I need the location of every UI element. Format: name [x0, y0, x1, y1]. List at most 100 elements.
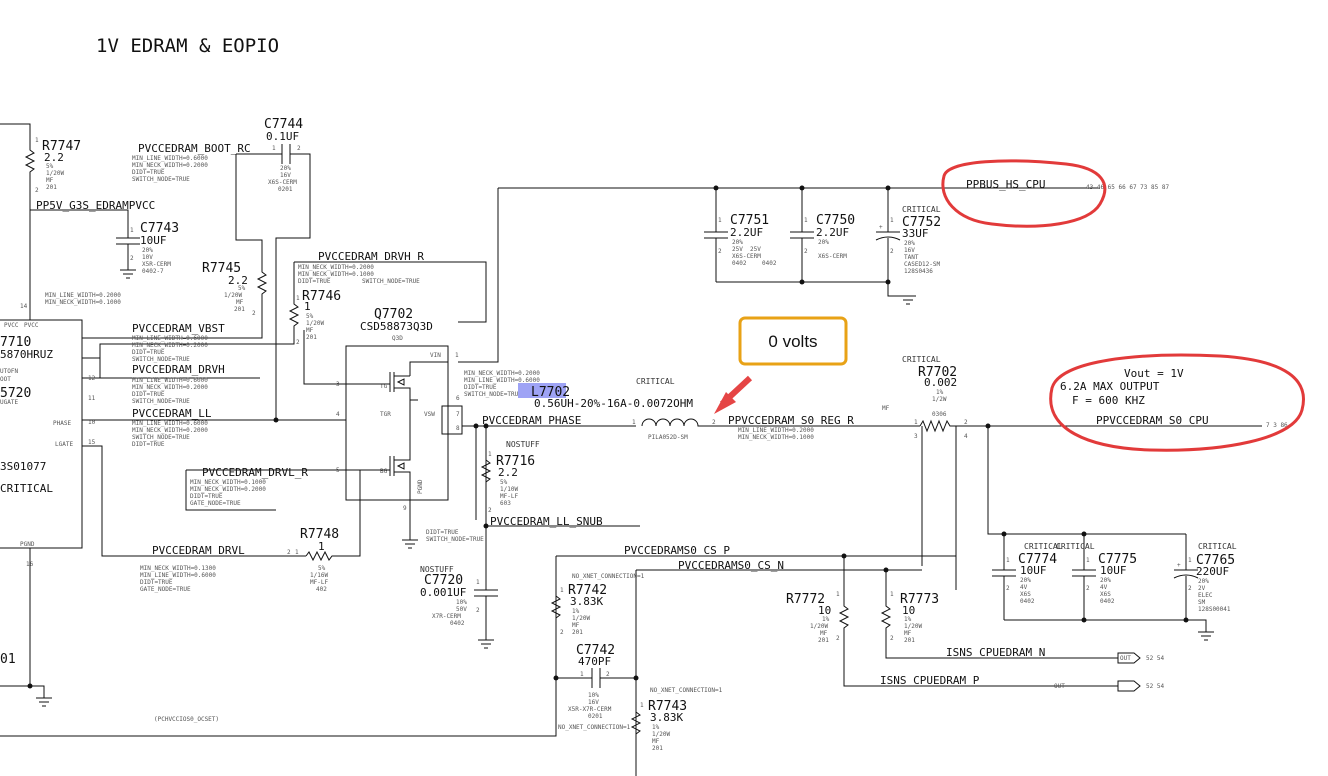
svg-text:+: +: [879, 224, 883, 231]
svg-text:15: 15: [88, 439, 96, 446]
svg-text:4: 4: [964, 433, 968, 440]
svg-text:20%: 20%: [904, 240, 915, 247]
svg-text:1: 1: [890, 217, 894, 224]
c7775: CRITICAL 1 2 C7775 10UF 20% 4V X6S 0402: [1056, 531, 1137, 620]
port-isns-n: ISNS_CPUEDRAM_N OUT 52 54: [946, 646, 1164, 664]
r7742-value: 3.83K: [570, 595, 603, 608]
svg-text:PVCC: PVCC: [4, 322, 19, 329]
svg-text:1/20W: 1/20W: [224, 292, 242, 299]
svg-text:1/16W: 1/16W: [310, 572, 328, 579]
c7742-ref: C7742: [576, 643, 615, 658]
svg-text:1: 1: [718, 217, 722, 224]
net-ocset: (PCHVCCIOS0_OCSET): [154, 716, 219, 723]
svg-text:SWITCH_NODE=TRUE: SWITCH_NODE=TRUE: [362, 278, 420, 285]
svg-text:5: 5: [336, 467, 340, 474]
svg-text:MIN_LINE_WIDTH=0.2000: MIN_LINE_WIDTH=0.2000: [738, 427, 814, 434]
c7742: C7742 470PF 1 2 10% 16V X5R-X7R-CERM 020…: [553, 643, 639, 731]
r7746-value: 1: [304, 300, 311, 313]
svg-text:0402: 0402: [762, 260, 777, 267]
svg-text:3: 3: [914, 433, 918, 440]
l7702: L7702 CRITICAL 0.56UH-20%-16A-0.0072OHM …: [518, 377, 728, 441]
svg-text:5720: 5720: [0, 386, 31, 401]
svg-text:DIDT=TRUE: DIDT=TRUE: [298, 278, 331, 285]
svg-text:1: 1: [295, 549, 299, 556]
net-ll: PVCCEDRAM_LL MIN_LINE_WIDTH=0.6000 MIN_N…: [82, 407, 346, 448]
svg-text:1%: 1%: [936, 389, 944, 396]
svg-text:CRITICAL: CRITICAL: [902, 355, 941, 364]
svg-text:2: 2: [804, 248, 808, 255]
svg-text:4V: 4V: [1020, 584, 1028, 591]
svg-text:PP5V_G3S_EDRAMPVCC: PP5V_G3S_EDRAMPVCC: [36, 199, 155, 212]
net-ppbus-hs-cpu: PPBUS_HS_CPU: [966, 178, 1045, 191]
svg-text:20%: 20%: [280, 165, 291, 172]
svg-text:3: 3: [336, 381, 340, 388]
svg-text:MIN_LINE_WIDTH=0.6000: MIN_LINE_WIDTH=0.6000: [132, 420, 208, 427]
net-output: PPVCCEDRAM_S0_CPU 7 3 86 Vout = 1V 6.2A …: [985, 367, 1288, 535]
svg-text:NOSTUFF: NOSTUFF: [506, 440, 540, 449]
svg-text:2: 2: [606, 671, 610, 678]
svg-text:PVCCEDRAMS0_CS_N: PVCCEDRAMS0_CS_N: [678, 559, 784, 572]
svg-text:PVCCEDRAM_PHASE: PVCCEDRAM_PHASE: [482, 414, 581, 427]
svg-text:SWITCH_NODE=TRUE: SWITCH_NODE=TRUE: [132, 356, 190, 363]
c7765: + CRITICAL 1 2 C7765 220UF 20% 2V ELEC S…: [1173, 534, 1237, 620]
svg-text:20%: 20%: [1020, 577, 1031, 584]
svg-text:14: 14: [20, 303, 28, 310]
svg-text:ISNS_CPUEDRAM_P: ISNS_CPUEDRAM_P: [880, 674, 980, 687]
svg-text:6: 6: [456, 395, 460, 402]
svg-text:2V: 2V: [1198, 585, 1206, 592]
svg-text:1: 1: [488, 451, 492, 458]
c7720: NOSTUFF C7720 0.001UF 1 2 10% 50V X7R-CE…: [420, 526, 498, 649]
svg-text:CRITICAL: CRITICAL: [1056, 542, 1095, 551]
r7773-value: 10: [902, 604, 915, 617]
svg-text:1: 1: [1086, 557, 1090, 564]
svg-text:201: 201: [234, 306, 245, 313]
svg-text:20%: 20%: [1198, 578, 1209, 585]
svg-text:1/2W: 1/2W: [932, 396, 947, 403]
svg-text:OOT: OOT: [0, 376, 11, 383]
svg-text:DIDT=TRUE: DIDT=TRUE: [132, 391, 165, 398]
svg-text:7 3 86: 7 3 86: [1266, 422, 1288, 429]
svg-text:2: 2: [130, 255, 134, 262]
svg-text:201: 201: [818, 637, 829, 644]
svg-text:7: 7: [456, 411, 460, 418]
svg-text:402: 402: [316, 586, 327, 593]
svg-text:16V: 16V: [904, 247, 915, 254]
svg-text:1: 1: [890, 591, 894, 598]
svg-text:1%: 1%: [822, 616, 830, 623]
svg-text:TG: TG: [380, 383, 388, 390]
svg-text:MIN_LINE_WIDTH=0.6000: MIN_LINE_WIDTH=0.6000: [132, 377, 208, 384]
u7710-part: 5870HRUZ: [0, 348, 53, 361]
r7746-ref: R7746: [302, 289, 341, 304]
svg-text:NO_XNET_CONNECTION=1: NO_XNET_CONNECTION=1: [558, 724, 631, 731]
svg-text:25V: 25V: [732, 246, 743, 253]
svg-text:X6S-CERM: X6S-CERM: [818, 253, 847, 260]
svg-text:1: 1: [560, 587, 564, 594]
svg-text:PVCCEDRAM_BOOT_RC: PVCCEDRAM_BOOT_RC: [138, 142, 251, 155]
c7765-value: 220UF: [1196, 565, 1229, 578]
c7751-ref: C7751: [730, 213, 769, 228]
r7743: NO_XNET_CONNECTION=1 1 R7743 3.83K 1% 1/…: [630, 687, 723, 752]
c7750-ref: C7750: [816, 213, 855, 228]
net-drvh-r: PVCCEDRAM_DRVH_R MIN_NECK_WIDTH=0.2000 M…: [294, 250, 487, 323]
svg-text:X6S-CERM: X6S-CERM: [732, 253, 761, 260]
r7773: 1 R7773 10 1% 1/20W MF 201 2: [880, 570, 1118, 659]
reg-imax: 6.2A MAX OUTPUT: [1060, 380, 1160, 393]
q7702-power-stage: Q7702 CSD58873Q3D Q3D VIN TG TGR VSW BG …: [336, 307, 463, 549]
svg-text:CASED12-SM: CASED12-SM: [904, 261, 941, 268]
net-drvh: PVCCEDRAM_DRVH MIN_LINE_WIDTH=0.6000 MIN…: [100, 363, 260, 405]
c7743: 1 2 C7743 10UF 20% 10V X5R-CERM 0402-7: [116, 221, 179, 279]
port-isns-p: ISNS_CPUEDRAM_P OUT 52 54: [880, 674, 1164, 692]
svg-text:2: 2: [890, 248, 894, 255]
svg-text:12: 12: [88, 375, 96, 382]
svg-text:DIDT=TRUE: DIDT=TRUE: [464, 384, 497, 391]
svg-text:CRITICAL: CRITICAL: [902, 205, 941, 214]
net-cs-p: PVCCEDRAMS0_CS_P NO_XNET_CONNECTION=1: [0, 544, 956, 737]
r7745-ref: R7745: [202, 261, 241, 276]
svg-text:CRITICAL: CRITICAL: [1024, 542, 1063, 551]
u7710-ref: 7710: [0, 335, 31, 350]
svg-text:1%: 1%: [652, 724, 660, 731]
c7744-value: 0.1UF: [266, 130, 299, 143]
svg-text:MF: MF: [306, 327, 314, 334]
r7702-shunt: CRITICAL R7702 0.002 1% 1/2W 0306 1 2 3 …: [902, 355, 1262, 590]
